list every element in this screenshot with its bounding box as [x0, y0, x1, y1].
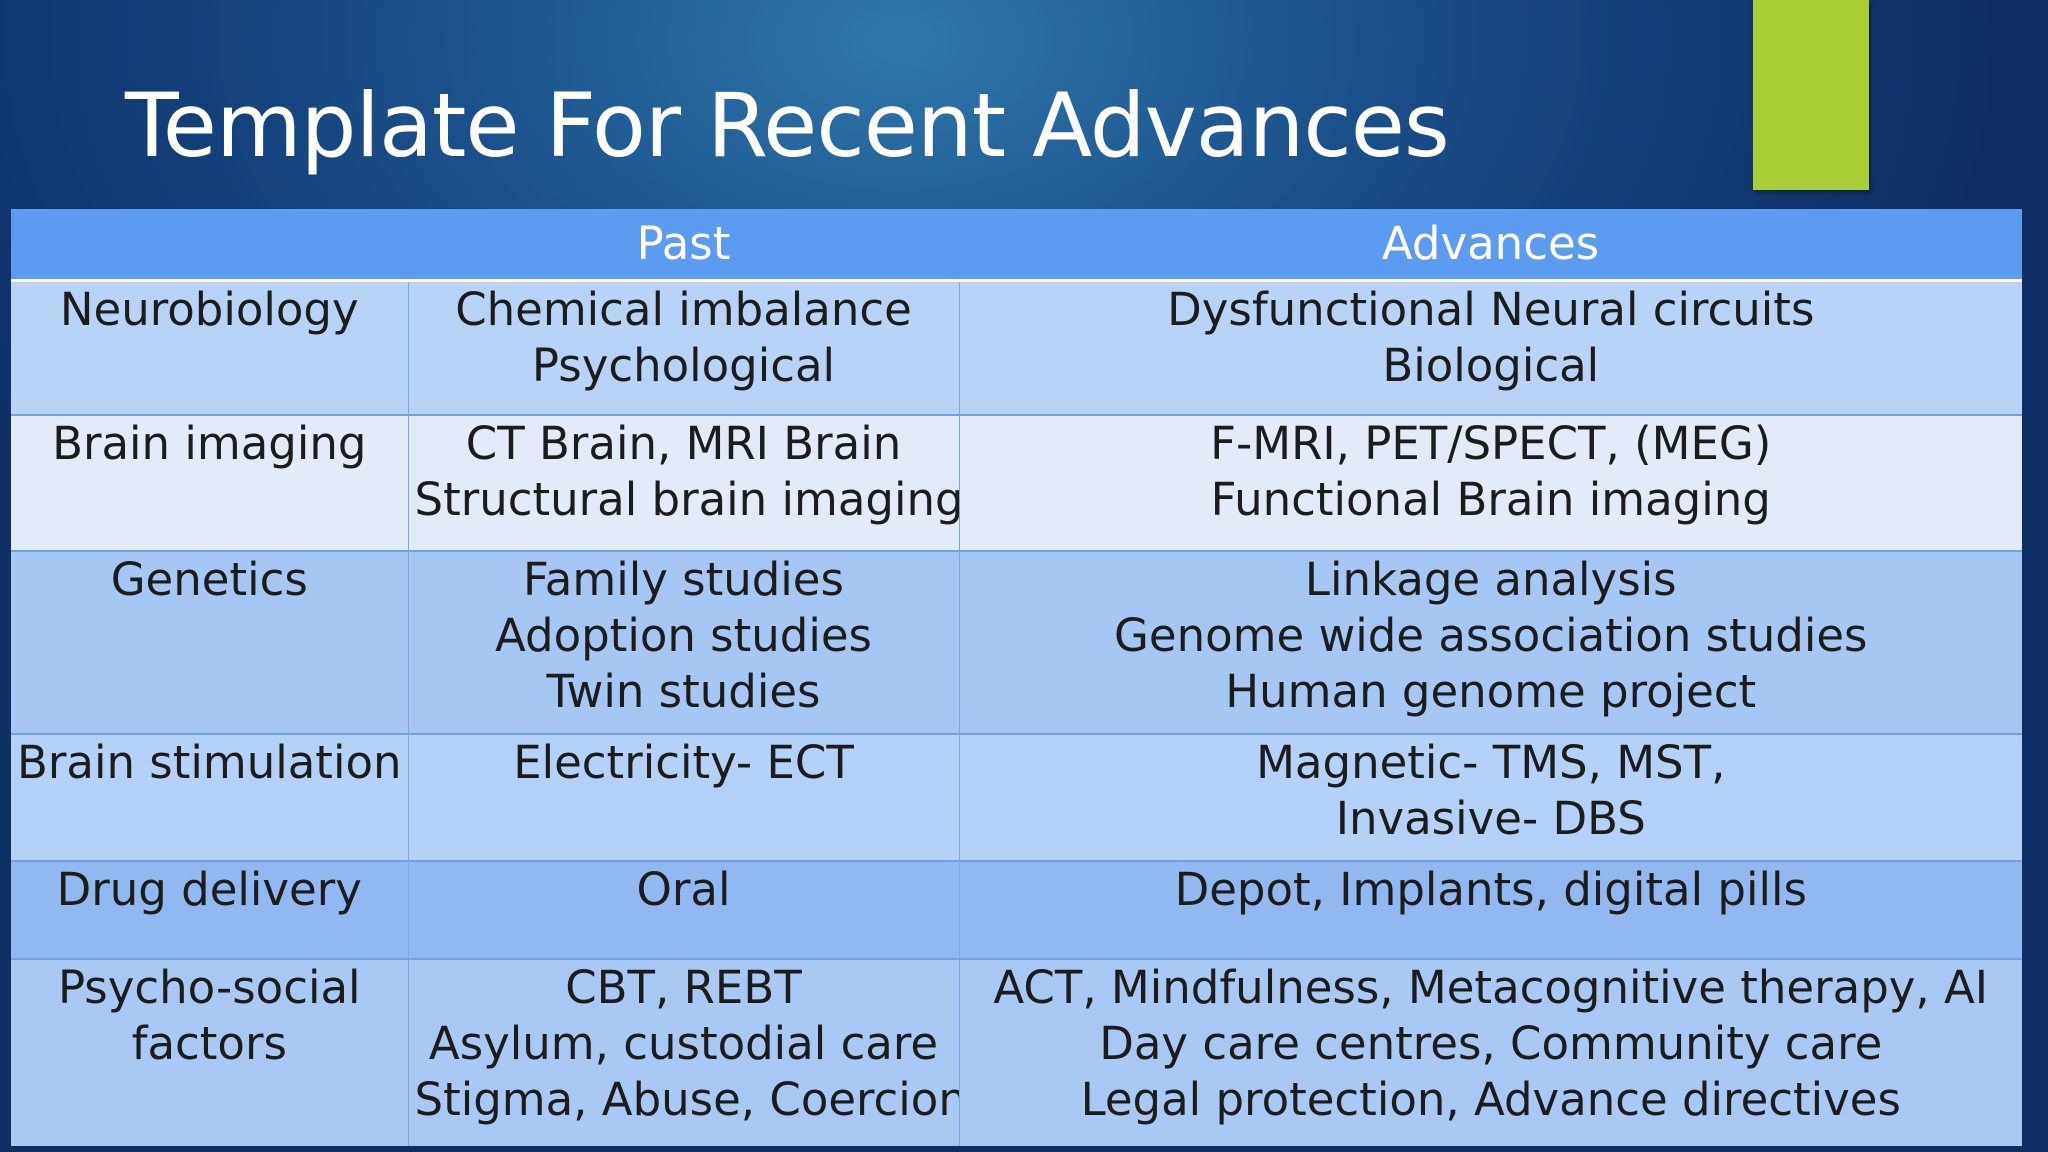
advances-cell: Magnetic- TMS, MST, Invasive- DBS [958, 733, 2022, 861]
advances-cell: Depot, Implants, digital pills [958, 860, 2022, 959]
past-text: Adoption studies [495, 609, 872, 662]
advances-text: Biological [1382, 339, 1600, 392]
advances-text: ACT, Mindfulness, Metacognitive therapy,… [993, 961, 1989, 1014]
topic-text: Psycho-social [57, 961, 361, 1014]
advances-text: Functional Brain imaging [1210, 473, 1771, 526]
slide-title: Template For Recent Advances [125, 74, 1450, 177]
topic-text: Genetics [110, 553, 308, 606]
past-text: Oral [636, 863, 731, 916]
past-cell: CBT, REBT Asylum, custodial care Stigma,… [407, 958, 960, 1146]
advances-table: Past Advances Neurobiology Chemical imba… [11, 209, 2022, 1146]
topic-text: Brain stimulation [17, 736, 402, 789]
past-cell: Chemical imbalance Psychological [407, 280, 959, 415]
topic-text: Brain imaging [52, 417, 367, 470]
past-text: Chemical imbalance [455, 283, 912, 336]
past-text: Psychological [531, 339, 836, 392]
advances-text: Legal protection, Advance directives [1080, 1073, 1901, 1126]
table-row: Genetics Family studies Adoption studies… [11, 550, 2022, 734]
header-topic [11, 209, 408, 282]
topic-text: Neurobiology [59, 283, 359, 336]
past-text: Structural brain imaging [414, 473, 960, 526]
advances-text: Magnetic- TMS, MST, [1256, 736, 1726, 789]
past-cell: Family studies Adoption studies Twin stu… [407, 550, 959, 734]
table-row: Psycho-social factors CBT, REBT Asylum, … [11, 958, 2022, 1146]
past-cell: Electricity- ECT [407, 733, 959, 861]
topic-cell: Psycho-social factors [11, 958, 408, 1146]
past-text: Asylum, custodial care [428, 1017, 939, 1070]
accent-block [1753, 0, 1869, 190]
header-row: Past Advances [11, 209, 2022, 282]
header-past: Past [408, 209, 959, 282]
table-row: Neurobiology Chemical imbalance Psycholo… [11, 280, 2022, 415]
topic-cell: Genetics [11, 550, 408, 734]
past-text: Family studies [523, 553, 844, 606]
table-row: Drug delivery Oral Depot, Implants, digi… [11, 860, 2022, 959]
advances-text: Depot, Implants, digital pills [1174, 863, 1807, 916]
advances-text: Invasive- DBS [1335, 792, 1646, 845]
advances-text: Dysfunctional Neural circuits [1167, 283, 1815, 336]
advances-cell: ACT, Mindfulness, Metacognitive therapy,… [958, 958, 2022, 1146]
advances-cell: Linkage analysis Genome wide association… [958, 550, 2022, 734]
table-row: Brain stimulation Electricity- ECT Magne… [11, 733, 2022, 861]
advances-text: Day care centres, Community care [1099, 1017, 1883, 1070]
past-cell: CT Brain, MRI Brain Structural brain ima… [407, 414, 960, 551]
topic-text: factors [131, 1017, 287, 1070]
topic-cell: Brain stimulation [11, 733, 408, 861]
topic-cell: Brain imaging [11, 414, 408, 551]
past-cell: Oral [407, 860, 959, 959]
past-text: Electricity- ECT [513, 736, 854, 789]
header-advances: Advances [959, 209, 2022, 282]
past-text: Twin studies [546, 665, 821, 718]
table-row: Brain imaging CT Brain, MRI Brain Struct… [11, 414, 2022, 551]
advances-text: Genome wide association studies [1114, 609, 1868, 662]
advances-cell: F-MRI, PET/SPECT, (MEG) Functional Brain… [958, 414, 2022, 551]
advances-cell: Dysfunctional Neural circuits Biological [958, 280, 2022, 415]
past-text: CBT, REBT [565, 961, 802, 1014]
advances-text: Linkage analysis [1304, 553, 1677, 606]
advances-text: F-MRI, PET/SPECT, (MEG) [1210, 417, 1772, 470]
topic-cell: Neurobiology [11, 280, 408, 415]
topic-text: Drug delivery [56, 863, 362, 916]
past-text: Stigma, Abuse, Coercion [414, 1073, 960, 1126]
topic-cell: Drug delivery [11, 860, 408, 959]
advances-text: Human genome project [1225, 665, 1757, 718]
past-text: CT Brain, MRI Brain [465, 417, 902, 470]
